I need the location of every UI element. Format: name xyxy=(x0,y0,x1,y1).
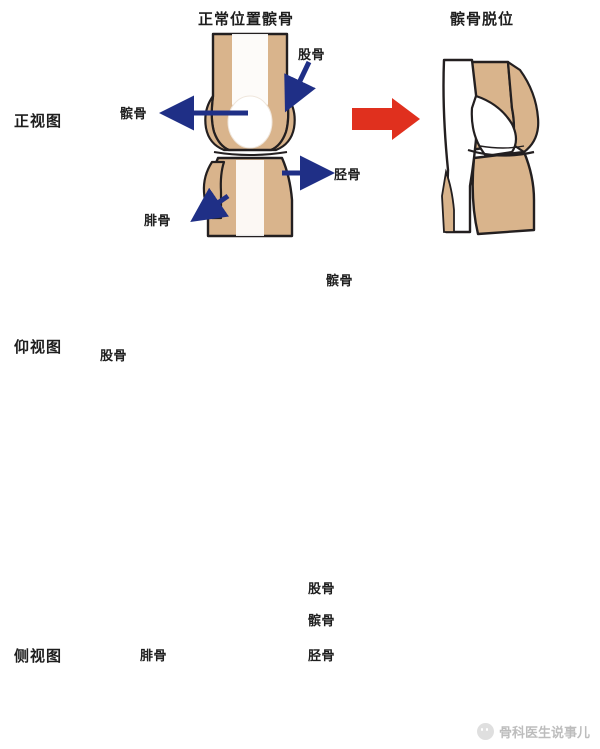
annotation-lateral-patella: 髌骨 xyxy=(308,614,336,629)
arrow-front-femur xyxy=(284,60,316,113)
annotation-front-fibula: 腓骨 xyxy=(144,214,172,229)
watermark-text: 骨科医生说事儿 xyxy=(498,726,590,741)
column-header-dislocated: 髌骨脱位 xyxy=(450,10,515,28)
arrow-front-fibula xyxy=(190,187,230,222)
transition-arrow-front xyxy=(352,98,420,140)
annotation-axial-femur: 股骨 xyxy=(100,349,128,364)
annotation-front-tibia: 胫骨 xyxy=(334,168,362,183)
annotation-axial-patella: 髌骨 xyxy=(326,274,354,289)
annotation-front-patella: 髌骨 xyxy=(120,107,148,122)
annotation-lateral-fibula: 腓骨 xyxy=(140,649,168,664)
front-view-dislocated-knee xyxy=(441,58,540,236)
watermark: 骨科医生说事儿 xyxy=(476,722,590,741)
annotation-front-femur: 股骨 xyxy=(298,48,326,63)
row-label-front-view: 正视图 xyxy=(14,112,63,130)
row-label-axial-view: 仰视图 xyxy=(14,338,63,356)
front-view-normal-knee xyxy=(202,32,296,238)
wechat-icon xyxy=(476,723,494,740)
annotation-lateral-tibia: 胫骨 xyxy=(308,649,336,664)
annotation-lateral-femur: 股骨 xyxy=(308,582,336,597)
row-label-lateral-view: 侧视图 xyxy=(14,647,63,665)
column-header-normal: 正常位置髌骨 xyxy=(198,10,295,28)
